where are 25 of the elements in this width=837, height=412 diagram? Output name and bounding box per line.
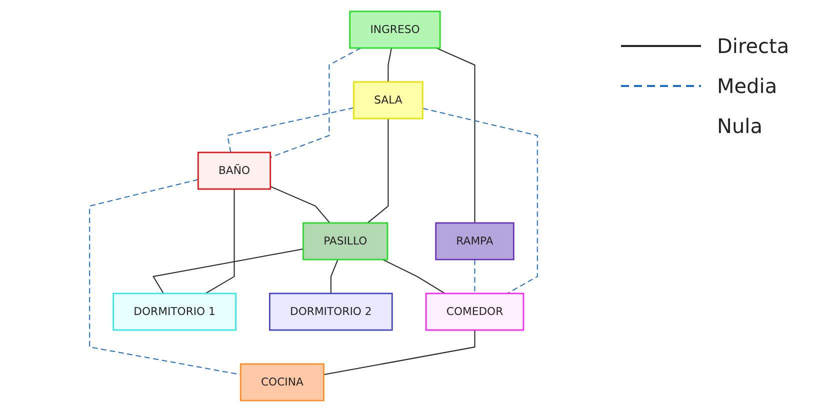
connector [152,248,304,294]
connector [226,107,354,153]
connector [205,189,235,294]
connector [324,330,476,376]
legend-label: Directa [717,34,790,58]
legend-label: Media [717,74,778,98]
connector [474,260,476,294]
node-box: BAÑO [197,152,272,190]
legend-label: Nula [717,114,762,138]
node-box: SALA [353,81,424,120]
connector [270,186,330,224]
node-box: PASILLO [302,222,388,260]
connector [422,108,538,294]
node-box: DORMITORIO 1 [112,292,236,331]
node-box: RAMPA [435,222,514,260]
connector [436,48,476,223]
connector [270,48,362,158]
connector [388,48,392,82]
node-box: INGRESO [349,10,441,49]
connector [367,118,389,224]
node-box: DORMITORIO 2 [269,292,393,331]
connector [330,259,338,294]
connector [382,259,446,294]
node-box: COCINA [240,363,324,402]
node-box: COMEDOR [425,292,524,331]
